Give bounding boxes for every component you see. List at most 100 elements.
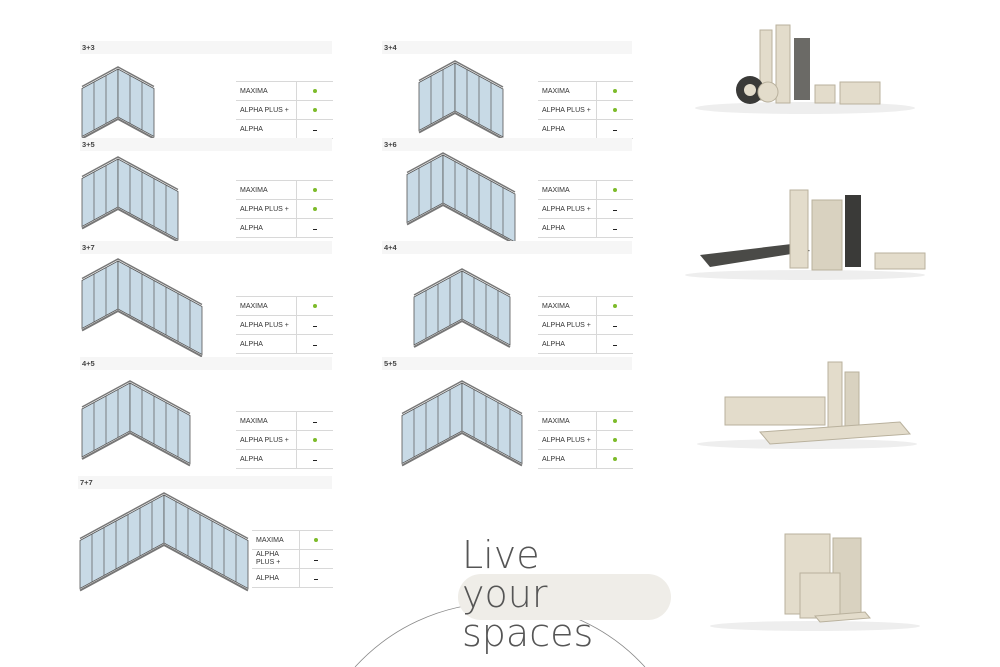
availability-cell	[596, 449, 633, 469]
availability-cell	[296, 315, 333, 335]
config-label: 5+5	[382, 357, 632, 370]
top-rail	[418, 60, 504, 88]
table-row: ALPHA	[236, 218, 333, 238]
available-dot-icon	[613, 88, 617, 93]
availability-cell	[596, 430, 633, 450]
availability-cell	[296, 430, 333, 450]
unavailable-dash-icon	[613, 129, 617, 131]
hardware-photo-1	[695, 24, 915, 114]
availability-cell	[298, 530, 333, 550]
available-dot-icon	[313, 107, 317, 112]
bottom-rail	[81, 117, 155, 140]
table-row: ALPHA	[252, 568, 333, 588]
available-dot-icon	[613, 303, 617, 308]
unavailable-dash-icon	[613, 344, 617, 346]
availability-cell	[298, 568, 333, 588]
system-name: ALPHA	[538, 218, 597, 238]
table-row: MAXIMA	[538, 411, 633, 431]
available-dot-icon	[313, 206, 317, 211]
system-name: ALPHA	[236, 119, 297, 139]
top-rail	[81, 258, 203, 306]
system-name: MAXIMA	[538, 81, 597, 101]
bottom-rail	[401, 431, 523, 467]
table-row: MAXIMA	[538, 296, 633, 316]
unavailable-dash-icon	[313, 325, 317, 327]
system-name: MAXIMA	[538, 180, 597, 200]
config-label: 3+7	[80, 241, 332, 254]
table-row: ALPHA PLUS +	[538, 315, 633, 335]
availability-cell	[596, 119, 633, 139]
unavailable-dash-icon	[613, 228, 617, 230]
bottom-rail	[406, 203, 516, 245]
availability-cell	[296, 411, 333, 431]
available-dot-icon	[613, 187, 617, 192]
availability-cell	[296, 334, 333, 354]
table-row: MAXIMA	[236, 296, 333, 316]
slogan: Live your spaces	[462, 536, 593, 653]
slogan-line-1: Live	[462, 533, 540, 577]
table-row: ALPHA PLUS +	[538, 430, 633, 450]
glass-wall-right	[117, 158, 179, 241]
availability-cell	[296, 296, 333, 316]
system-name: ALPHA PLUS +	[252, 549, 300, 569]
glass-wall-right	[129, 382, 191, 465]
top-rail	[81, 66, 155, 88]
glass-wall-left	[418, 62, 456, 132]
system-name: ALPHA	[236, 334, 297, 354]
availability-cell	[596, 315, 633, 335]
system-name: ALPHA	[538, 119, 597, 139]
availability-cell	[596, 199, 633, 219]
table-row: ALPHA	[538, 218, 633, 238]
unavailable-dash-icon	[313, 421, 317, 423]
availability-cell	[596, 218, 633, 238]
availability-cell	[296, 81, 333, 101]
config-label: 3+4	[382, 41, 632, 54]
hardware-photo-4	[710, 533, 920, 631]
table-row: ALPHA	[236, 119, 333, 139]
glass-corner-drawing	[81, 66, 155, 140]
availability-cell	[596, 411, 633, 431]
available-dot-icon	[313, 187, 317, 192]
system-name: ALPHA PLUS +	[538, 199, 597, 219]
unavailable-dash-icon	[613, 325, 617, 327]
glass-wall-right	[461, 382, 523, 465]
glass-wall-left	[81, 68, 119, 138]
table-row: ALPHA PLUS +	[538, 100, 633, 120]
unavailable-dash-icon	[314, 559, 319, 561]
glass-wall-left	[401, 382, 463, 465]
table-row: ALPHA PLUS +	[236, 199, 333, 219]
system-name: ALPHA	[236, 449, 297, 469]
availability-cell	[596, 100, 633, 120]
glass-wall-left	[81, 260, 119, 330]
top-rail	[81, 380, 191, 415]
top-rail	[401, 380, 523, 415]
top-rail	[81, 156, 179, 191]
config-label: 3+5	[80, 138, 332, 151]
availability-cell	[296, 449, 333, 469]
glass-corner-drawing	[79, 492, 249, 592]
available-dot-icon	[314, 537, 319, 542]
available-dot-icon	[613, 107, 617, 112]
available-dot-icon	[613, 437, 617, 442]
table-row: MAXIMA	[236, 81, 333, 101]
bottom-rail	[413, 319, 511, 348]
system-name: MAXIMA	[236, 81, 297, 101]
system-name: ALPHA PLUS +	[538, 315, 597, 335]
unavailable-dash-icon	[613, 209, 617, 211]
glass-wall-right	[163, 494, 249, 590]
slogan-highlight-pill	[458, 574, 671, 620]
unavailable-dash-icon	[313, 228, 317, 230]
system-name: MAXIMA	[538, 411, 597, 431]
availability-cell	[596, 81, 633, 101]
availability-cell	[296, 119, 333, 139]
hardware-photo-3	[697, 361, 917, 449]
system-name: ALPHA	[252, 568, 300, 588]
available-dot-icon	[313, 437, 317, 442]
availability-cell	[296, 100, 333, 120]
